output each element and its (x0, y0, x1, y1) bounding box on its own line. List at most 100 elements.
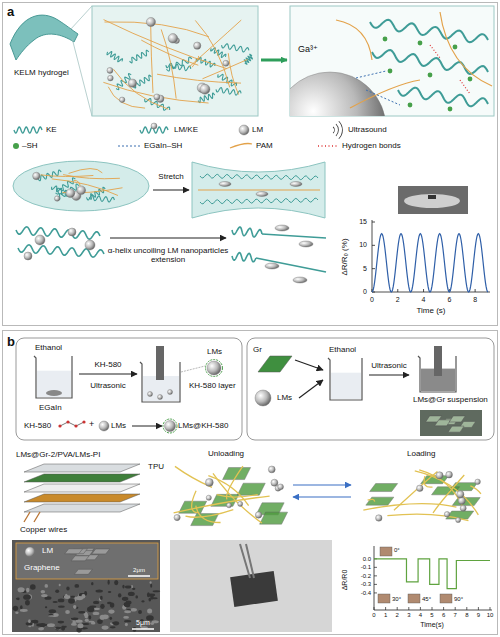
network-zoom (92, 6, 258, 116)
lm-sphere (446, 471, 453, 478)
tick-label: 6 (447, 296, 451, 304)
pva-fiber (227, 466, 243, 499)
scale-label: 5μm (136, 619, 150, 627)
panel: a (2, 2, 498, 326)
molecule-atom (74, 424, 77, 427)
step-frame (247, 338, 494, 440)
tick-label: 0 (363, 288, 367, 296)
part-name: LMs@Gr-2/PVA/LMs-PI (16, 450, 100, 459)
lm-sphere (200, 84, 210, 94)
part-name: KELM hydrogel (14, 68, 69, 77)
helix (16, 227, 100, 239)
polymer-chain (108, 87, 145, 108)
axis-tick (374, 575, 377, 576)
sem-texture (20, 609, 28, 612)
data-line (372, 234, 488, 292)
flow-arrow (293, 496, 351, 497)
pva-fiber (415, 471, 479, 515)
lm-sphere (54, 196, 59, 201)
lm-sphere (255, 512, 261, 518)
legend-text: LM/KE (174, 125, 198, 134)
scale-label: 2μm (133, 567, 145, 574)
bend-photo (380, 547, 392, 556)
lm-sphere (119, 97, 125, 103)
lm-sphere (458, 497, 465, 504)
tick-label: 4 (422, 296, 426, 304)
sem-texture (18, 587, 25, 592)
lm-sphere (151, 123, 157, 129)
sem-texture (150, 581, 152, 583)
polymer-chain (195, 20, 229, 87)
graphene-sheet (237, 483, 265, 495)
egain-drop (46, 390, 62, 396)
graphene-flake (448, 426, 464, 432)
sem-texture (61, 625, 65, 630)
helix (232, 227, 262, 237)
process-label: α-helix uncoiling LM nanoparticles exten… (107, 246, 229, 264)
ion-label: Ga³⁺ (298, 44, 318, 54)
lm-particle (275, 225, 289, 231)
axis-tick (432, 607, 433, 610)
polymer-chain (440, 12, 492, 86)
helix (196, 58, 215, 67)
sem-texture (15, 611, 18, 613)
polymer-chain (69, 169, 103, 174)
graphene-photo (420, 410, 482, 436)
sem-texture (150, 622, 154, 625)
coordination-bond (366, 90, 400, 105)
sem-texture (147, 592, 150, 597)
sem-texture (108, 591, 112, 593)
helix (86, 195, 114, 202)
pva-fiber (363, 504, 456, 510)
graphene-flake (92, 549, 110, 554)
node-text: Loading (407, 449, 435, 458)
lm-sphere (271, 479, 278, 486)
thiol-group (453, 45, 458, 50)
lm-sphere (227, 503, 232, 508)
graphene-sheet (223, 468, 251, 480)
helix (244, 54, 252, 64)
pi-layer (24, 494, 140, 502)
tick-label: -0.2 (361, 572, 371, 579)
liquid (331, 373, 361, 399)
graphene-flake (74, 569, 92, 574)
tick-label: 0.0 (363, 555, 371, 562)
sensor (428, 195, 436, 199)
polymer-chain (202, 59, 247, 78)
sem-texture (124, 603, 130, 607)
polymer-chain (74, 180, 80, 186)
axis-tick (372, 222, 375, 223)
process-label: Stretch (158, 172, 183, 181)
bend-photo (378, 594, 390, 603)
lm-sphere (128, 79, 136, 87)
tick-label: -0.4 (361, 589, 371, 596)
lm-sphere (165, 421, 176, 432)
sem-texture (91, 582, 93, 585)
sem-inset (16, 543, 158, 579)
sem-texture (20, 605, 23, 609)
tick-label: -0.1 (361, 564, 371, 571)
sem-texture (16, 598, 19, 600)
network-state: Loading (351, 449, 495, 533)
polymer-chain (157, 74, 241, 83)
helix (166, 63, 191, 70)
thiol-group (428, 73, 433, 78)
flow-arrow (299, 380, 323, 398)
lm-sphere (25, 547, 35, 557)
polymer-chain (228, 53, 238, 94)
graphene-sheet (366, 497, 394, 505)
part-name: LMs@KH-580 (178, 421, 228, 430)
lm-sphere (278, 484, 284, 490)
sem-texture (58, 599, 65, 603)
sem-texture (13, 606, 18, 611)
thiol-group (418, 41, 423, 46)
sem-texture (107, 602, 112, 604)
flow-arrow (293, 484, 351, 485)
tick-label: 0 (372, 612, 375, 619)
pva-fiber (185, 510, 233, 518)
tick-label: -0.3 (361, 581, 371, 588)
polymer-chain (52, 179, 118, 196)
scale-bar (128, 575, 150, 577)
sem-texture (108, 580, 110, 585)
